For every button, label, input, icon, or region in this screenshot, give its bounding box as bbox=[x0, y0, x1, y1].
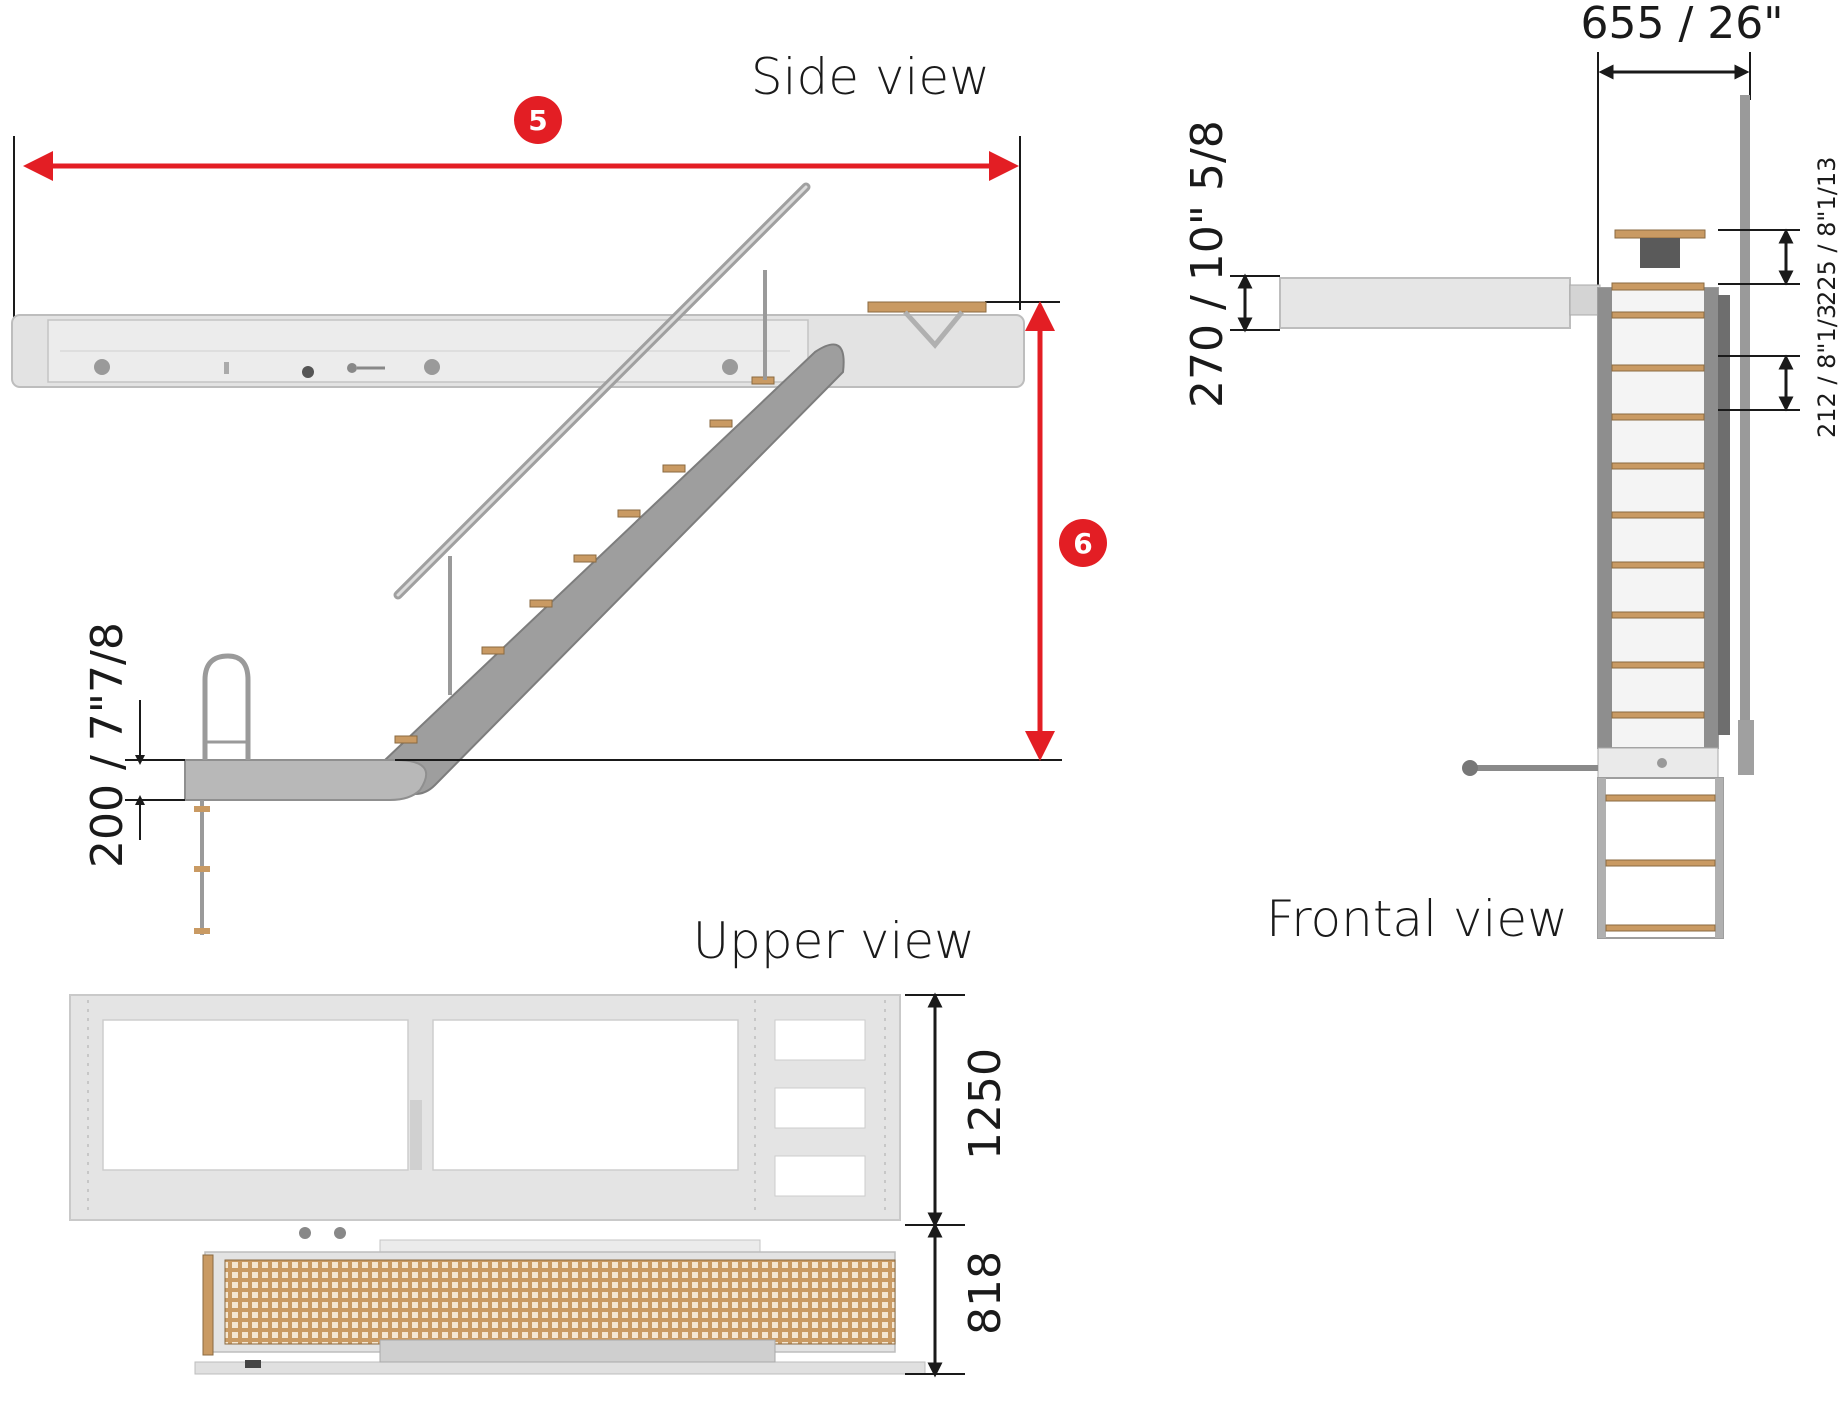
frontal-platform-label: 270 / 10" 5/8 bbox=[1182, 120, 1233, 408]
upper-ladder bbox=[194, 1227, 926, 1375]
upper-dimensions: 1250 818 bbox=[905, 992, 1011, 1378]
upper-view: Upper view bbox=[69, 912, 1011, 1378]
side-bottom-platform bbox=[184, 653, 1062, 935]
badge-6-label: 6 bbox=[1073, 527, 1092, 560]
upper-width-main-label: 1250 bbox=[960, 1048, 1011, 1160]
frontal-top-step-label: 225 / 8"1/13 bbox=[1813, 157, 1841, 306]
frontal-arm: 270 / 10" 5/8 bbox=[1182, 120, 1601, 408]
upper-view-title: Upper view bbox=[693, 912, 975, 970]
length-dimension: 5 bbox=[13, 96, 1021, 338]
badge-5-label: 5 bbox=[528, 104, 547, 137]
frontal-step-pitch-label: 212 / 8"1/3 bbox=[1813, 304, 1841, 438]
upper-width-ladder-label: 818 bbox=[960, 1251, 1011, 1335]
frontal-ladder bbox=[1462, 95, 1754, 939]
badge-6 bbox=[1059, 519, 1107, 567]
frontal-view-title: Frontal view bbox=[1266, 890, 1568, 948]
step-height-dimension: 200 / 7"7/8 bbox=[82, 622, 185, 868]
height-dimension: 6 bbox=[1025, 301, 1107, 761]
side-top-platform bbox=[11, 314, 1025, 388]
side-view: Side view 5 bbox=[11, 48, 1107, 935]
frontal-step-dimensions: 225 / 8"1/13 212 / 8"1/3 bbox=[1718, 157, 1841, 438]
side-view-title: Side view bbox=[751, 48, 990, 106]
frontal-view: Frontal view 655 / 26" 270 / 10" 5/8 bbox=[1182, 0, 1841, 948]
frontal-width-label: 655 / 26" bbox=[1580, 0, 1783, 49]
step-height-label: 200 / 7"7/8 bbox=[82, 622, 133, 868]
frontal-width-dimension: 655 / 26" bbox=[1580, 0, 1784, 290]
badge-5 bbox=[514, 96, 562, 144]
upper-platform bbox=[69, 994, 901, 1221]
side-stair bbox=[383, 182, 845, 795]
